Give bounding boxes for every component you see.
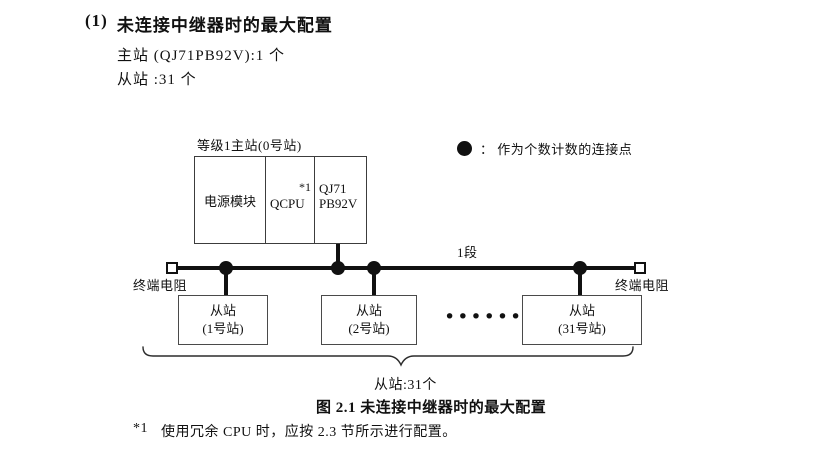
spec-master-count: 主站 (QJ71PB92V):1 个 [117, 48, 286, 64]
connection-point-icon [573, 261, 587, 275]
master-drop-line [336, 244, 340, 268]
slaves-total-label: 从站:31个 [374, 378, 437, 393]
bus-line [178, 266, 634, 270]
ellipsis-dots: •••••• [444, 306, 524, 328]
terminator-left-icon [166, 262, 178, 274]
pb-module-cell: QJ71 PB92V [314, 157, 366, 243]
power-module-label: 电源模块 [203, 193, 256, 209]
slave1-label-line1: 从站 [209, 303, 236, 318]
slave2-label-line2: (2号站) [348, 321, 390, 336]
slave31-drop-line [578, 268, 582, 296]
cpu-module-label: QCPU [270, 196, 305, 211]
pb-module-label-line1: QJ71 [319, 181, 347, 196]
slave-station-box-1: 从站 (1号站) [178, 295, 268, 345]
pb-module-label-line2: PB92V [319, 196, 358, 211]
legend: ： 作为个数计数的连接点 [457, 139, 632, 158]
slave2-label-line1: 从站 [355, 303, 382, 318]
master-station-label: 等级1主站(0号站) [197, 138, 302, 153]
slave1-drop-line [224, 268, 228, 296]
footnote: *1 使用冗余 CPU 时，应按 2.3 节所示进行配置。 [133, 421, 457, 441]
terminator-left-label: 终端电阻 [133, 278, 188, 293]
footnote-marker: *1 [133, 421, 148, 436]
cpu-footnote-marker: *1 [299, 180, 311, 194]
cpu-module-cell: *1 QCPU [265, 157, 314, 243]
slave31-label-line1: 从站 [568, 303, 595, 318]
slave-station-box-31: 从站 (31号站) [522, 295, 642, 345]
slave1-label-line2: (1号站) [202, 321, 244, 336]
section-title: 未连接中继器时的最大配置 [116, 16, 333, 35]
slave-station-box-2: 从站 (2号站) [321, 295, 417, 345]
figure-caption: 图 2.1 未连接中继器时的最大配置 [316, 400, 547, 416]
connection-point-icon [219, 261, 233, 275]
slave2-drop-line [372, 268, 376, 296]
terminator-right-label: 终端电阻 [615, 278, 670, 293]
legend-text: ： 作为个数计数的连接点 [480, 142, 633, 157]
section-index: (1) [85, 11, 108, 30]
power-module-cell: 电源模块 [195, 157, 265, 243]
brace-bracket [142, 346, 634, 367]
footnote-text: 使用冗余 CPU 时，应按 2.3 节所示进行配置。 [161, 425, 457, 440]
connection-point-icon [367, 261, 381, 275]
section-heading: (1) 未连接中继器时的最大配置 [85, 11, 333, 36]
master-station-box: 电源模块 *1 QCPU QJ71 PB92V [194, 156, 367, 244]
segment-label: 1段 [457, 245, 478, 260]
connection-point-icon [457, 141, 472, 156]
connection-point-icon [331, 261, 345, 275]
spec-slave-count: 从站 :31 个 [117, 72, 197, 88]
terminator-right-icon [634, 262, 646, 274]
slave31-label-line2: (31号站) [558, 321, 606, 336]
